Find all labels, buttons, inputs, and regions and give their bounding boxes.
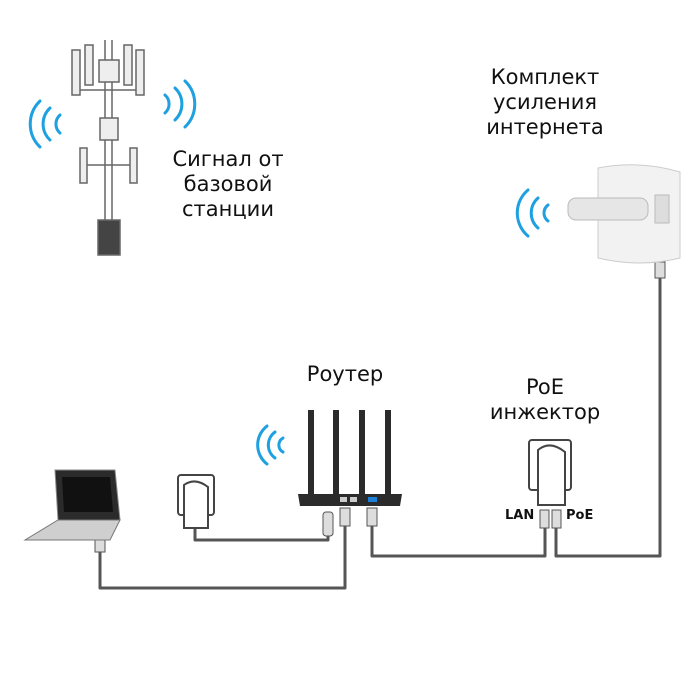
cable-laptop-router	[98, 525, 347, 590]
label-line: базовой	[183, 172, 273, 196]
base-station-label: Сигнал от базовой станции	[172, 147, 283, 222]
cell-tower-icon	[71, 40, 145, 256]
router-label: Роутер	[306, 362, 384, 386]
label-line: PoE	[525, 375, 565, 399]
kit-label: Комплект усиления интернета	[486, 65, 604, 140]
laptop-icon	[23, 469, 121, 541]
label-line: инжектор	[489, 400, 601, 424]
label-line: интернета	[486, 115, 604, 139]
label-line: Комплект	[490, 65, 600, 89]
cable-injector-antenna	[554, 275, 662, 558]
cable-router-injector	[370, 525, 547, 558]
wifi-signal-icons	[28, 79, 550, 466]
cable-power-router	[193, 528, 330, 542]
poe-injector-icon	[528, 439, 572, 506]
power-adapter-icon	[177, 474, 215, 529]
outdoor-antenna-icon	[567, 164, 681, 264]
router-icon	[298, 410, 402, 506]
label-line: Сигнал от	[172, 147, 284, 171]
lan-port-label: LAN	[505, 508, 535, 523]
cables	[98, 275, 662, 590]
poe-port-label: PoE	[566, 508, 594, 523]
poe-injector-label: PoE инжектор	[490, 375, 600, 425]
label-line: усиления	[493, 90, 597, 114]
label-line: станции	[182, 197, 274, 221]
